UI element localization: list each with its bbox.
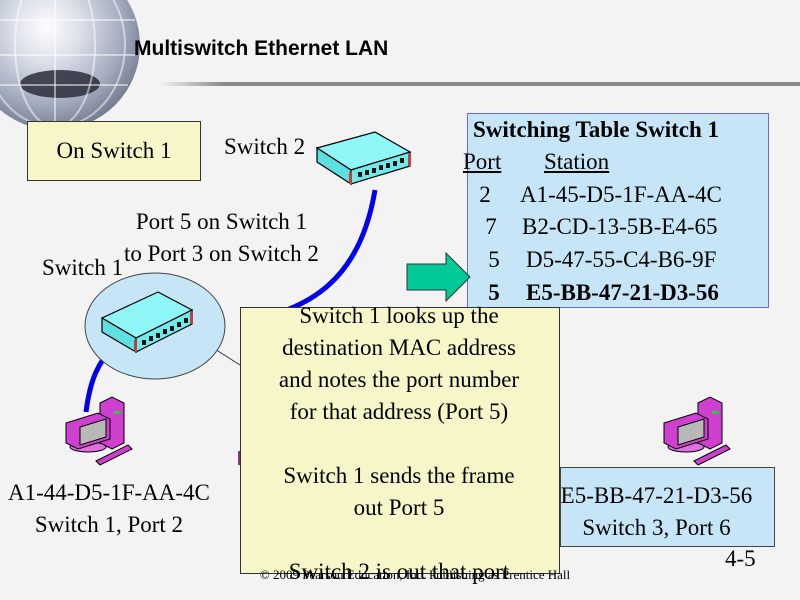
copyright-notice: © 2009 Pearson Education, Inc. Publishin… <box>259 567 571 582</box>
switching-table-title: Switching Table Switch 1 <box>473 117 720 142</box>
context-box: On Switch 1 <box>27 121 201 181</box>
explanation-line: destination MAC address <box>282 335 516 360</box>
row-station: D5-47-55-C4-B6-9F <box>526 247 717 272</box>
context-label: On Switch 1 <box>56 138 172 163</box>
row-port: 5 <box>488 247 500 272</box>
destination-location: Switch 3, Port 6 <box>582 515 731 540</box>
switching-table <box>467 113 769 308</box>
destination-computer-icon <box>663 396 731 466</box>
explanation-line: Switch 2 is out that port <box>288 559 510 584</box>
explanation-line: for that address (Port 5) <box>289 399 509 424</box>
slide-title: Multiswitch Ethernet LAN <box>134 37 389 60</box>
source-location: Switch 1, Port 2 <box>34 512 184 537</box>
switch2-label: Switch 2 <box>224 134 306 159</box>
title-divider <box>160 82 800 86</box>
explanation-line: out Port 5 <box>353 495 445 520</box>
link-label-line1: Port 5 on Switch 1 <box>135 209 308 234</box>
source-mac: A1-44-D5-1F-AA-4C <box>8 480 210 505</box>
row-station: E5-BB-47-21-D3-56 <box>526 280 719 305</box>
explanation-text: Switch 1 looks up the destination MAC ad… <box>240 300 558 588</box>
explanation-line: and notes the port number <box>278 367 520 392</box>
destination-mac: E5-BB-47-21-D3-56 <box>560 483 753 508</box>
page-number: 4-5 <box>725 546 756 571</box>
destination-host-box <box>560 467 775 547</box>
explanation-spacer <box>240 524 558 556</box>
switch1-label: Switch 1 <box>42 255 124 280</box>
row-port: 5 <box>488 280 500 305</box>
switch2-icon <box>315 131 412 186</box>
column-header-station: Station <box>544 149 610 174</box>
column-header-port: Port <box>463 149 502 174</box>
explanation-box <box>240 307 560 574</box>
link-label-line2: to Port 3 on Switch 2 <box>124 241 319 266</box>
right-arrow-icon <box>406 252 471 302</box>
link-label: Port 5 on Switch 1 to Port 3 on Switch 2 <box>124 206 319 270</box>
row-port: 2 <box>479 182 491 207</box>
explanation-spacer <box>240 428 558 460</box>
destination-host-label: E5-BB-47-21-D3-56 Switch 3, Port 6 <box>540 480 773 544</box>
source-computer-icon <box>65 396 133 466</box>
row-station: B2-CD-13-5B-E4-65 <box>522 214 718 239</box>
switch1-icon <box>100 291 194 354</box>
source-host-label: A1-44-D5-1F-AA-4C Switch 1, Port 2 <box>8 477 210 541</box>
row-port: 7 <box>485 214 497 239</box>
row-station: A1-45-D5-1F-AA-4C <box>520 182 722 207</box>
explanation-line: Switch 1 looks up the <box>299 303 499 328</box>
explanation-line: Switch 1 sends the frame <box>283 463 515 488</box>
globe-grid-icon <box>0 0 135 128</box>
